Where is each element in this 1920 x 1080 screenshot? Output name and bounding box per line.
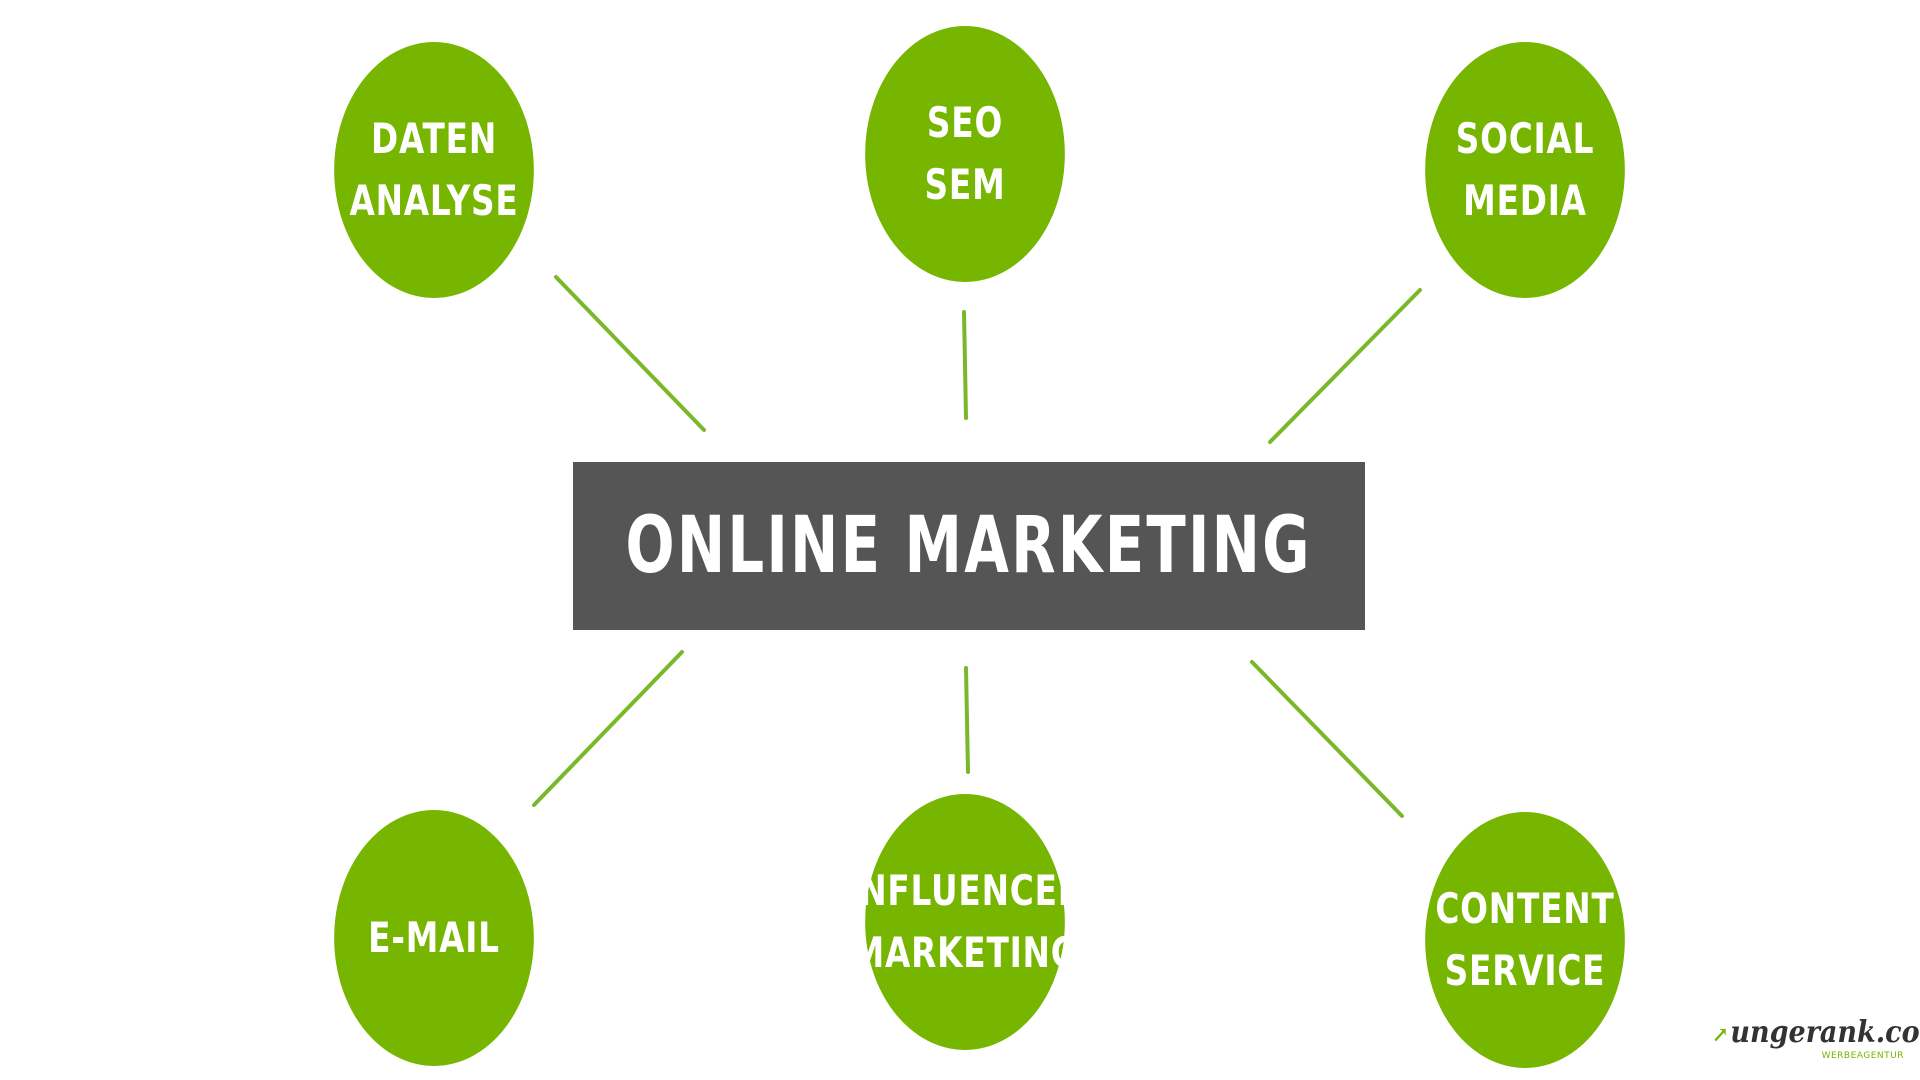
node-content-service: CONTENT SERVICE — [1425, 812, 1625, 1068]
connector-content-service — [1250, 660, 1404, 818]
node-seo-sem: SEO SEM — [865, 26, 1065, 282]
node-daten-analyse-line-1: DATEN — [370, 114, 498, 163]
brand-logo-text: ungerank.com — [1730, 1015, 1920, 1050]
node-influencer-marketing: INFLUENCER MARKETING — [846, 794, 1083, 1050]
node-social-media-line-1: SOCIAL — [1455, 114, 1595, 163]
arrow-up-right-icon: ↗ — [1712, 1022, 1729, 1048]
node-content-service-line-2: SERVICE — [1444, 946, 1606, 995]
connector-e-mail — [532, 650, 684, 807]
connector-daten-analyse — [554, 275, 706, 432]
node-content-service-line-1: CONTENT — [1435, 884, 1615, 933]
node-e-mail-line-1: E-MAIL — [368, 913, 500, 962]
brand-logo-subtitle: WERBEAGENTUR — [1821, 1051, 1904, 1061]
node-influencer-marketing-line-2: MARKETING — [851, 928, 1079, 977]
node-daten-analyse: DATEN ANALYSE — [334, 42, 534, 298]
node-influencer-marketing-line-1: INFLUENCER — [846, 866, 1084, 915]
node-seo-sem-line-1: SEO — [926, 98, 1004, 147]
center-label: ONLINE MARKETING — [625, 501, 1313, 591]
node-daten-analyse-line-2: ANALYSE — [349, 176, 519, 225]
connector-social-media — [1268, 288, 1422, 444]
connector-influencer-marketing — [964, 666, 970, 774]
node-seo-sem-line-2: SEM — [924, 160, 1006, 209]
brand-logo: ↗ungerank.com WERBEAGENTUR — [1712, 1015, 1920, 1065]
brand-logo-wordmark: ↗ungerank.com — [1712, 1015, 1920, 1050]
node-social-media: SOCIAL MEDIA — [1425, 42, 1625, 298]
node-social-media-line-2: MEDIA — [1463, 176, 1587, 225]
connector-seo-sem — [962, 310, 968, 420]
node-e-mail: E-MAIL — [334, 810, 534, 1066]
center-box: ONLINE MARKETING — [573, 462, 1365, 630]
